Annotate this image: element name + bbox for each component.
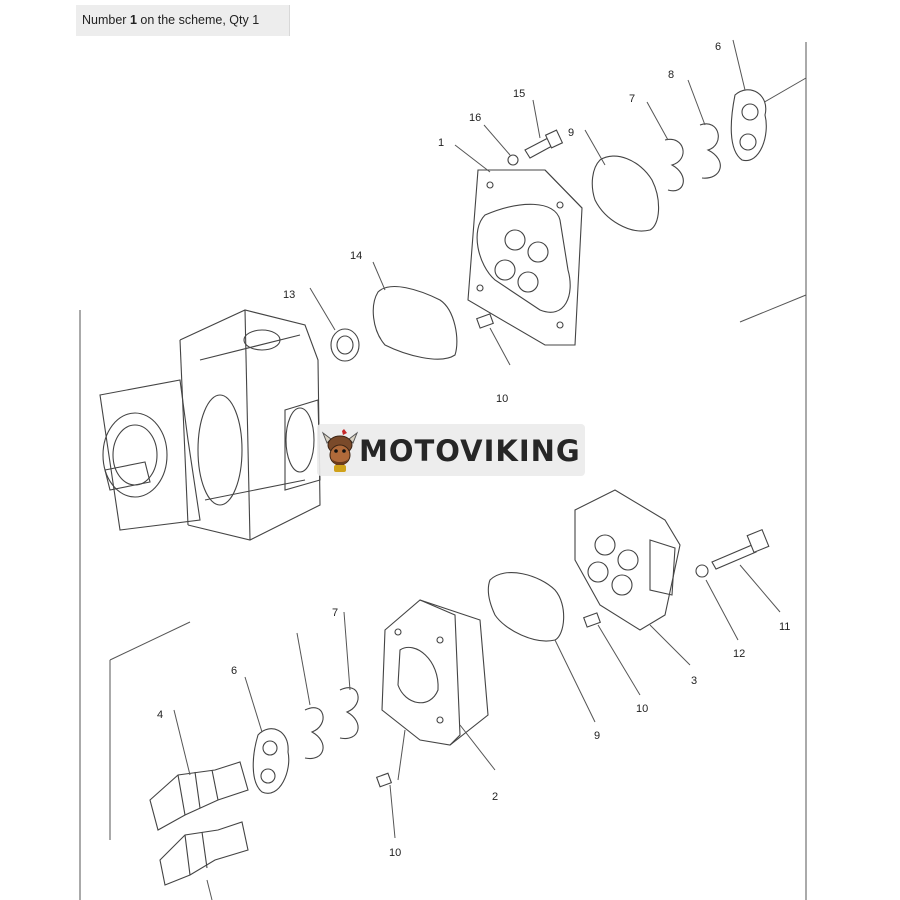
watermark-banner: MOTOVIKING xyxy=(317,424,585,476)
part-7-clips-lower xyxy=(304,687,359,759)
part-8-clip-top xyxy=(699,123,721,179)
callout-8: 8 xyxy=(668,69,674,81)
part-10-pin-top xyxy=(476,313,494,329)
callout-2: 2 xyxy=(492,791,498,803)
part-7-clip-top xyxy=(664,138,684,192)
callout-14: 14 xyxy=(350,250,362,262)
callout-4: 4 xyxy=(157,709,163,721)
callout-15: 15 xyxy=(513,88,525,100)
callout-9-lower: 9 xyxy=(594,730,600,742)
part-12-washer xyxy=(695,564,709,578)
callout-3: 3 xyxy=(691,675,697,687)
callout-10-mid: 10 xyxy=(636,703,648,715)
callout-16: 16 xyxy=(469,112,481,124)
part-10-pin-lower-right xyxy=(583,612,601,628)
callout-13: 13 xyxy=(283,289,295,301)
part-14-seal xyxy=(372,285,458,360)
callout-7-lower: 7 xyxy=(332,607,338,619)
pump-assembly-body xyxy=(99,309,321,541)
part-3-rear-cover xyxy=(574,489,681,631)
callout-10-bottom: 10 xyxy=(389,847,401,859)
callout-6-top: 6 xyxy=(715,41,721,53)
part-9-seal-lower xyxy=(487,572,565,642)
callout-9-top: 9 xyxy=(568,127,574,139)
callout-6-lower: 6 xyxy=(231,665,237,677)
part-1-cover-plate xyxy=(467,169,583,346)
part-2-gear-housing xyxy=(381,599,489,746)
part-16-washer-top xyxy=(507,154,519,166)
part-6-plate-top xyxy=(730,89,767,161)
callout-labels: 1 2 3 4 6 6 7 7 8 9 9 10 10 10 10 11 12 … xyxy=(157,41,790,859)
part-6-plate-lower xyxy=(252,728,290,794)
callout-11: 11 xyxy=(779,621,790,633)
watermark-text: MOTOVIKING xyxy=(359,434,581,468)
part-10-pin-lower-left xyxy=(375,772,393,788)
leader-lines xyxy=(173,39,781,900)
caption-part-number: 1 xyxy=(129,13,137,27)
caption-text: Number 1 on the scheme, Qty 1 xyxy=(82,13,260,27)
callout-12: 12 xyxy=(733,648,745,660)
viking-mascot-logo xyxy=(321,429,359,472)
driven-gear xyxy=(159,821,249,886)
callout-10-top: 10 xyxy=(496,393,508,405)
part-9-seal-top xyxy=(591,155,660,232)
part-4-drive-gear xyxy=(149,761,249,831)
part-11-bolt xyxy=(711,528,770,570)
caption-bar: Number 1 on the scheme, Qty 1 xyxy=(76,5,290,36)
callout-1: 1 xyxy=(438,137,444,149)
callout-7-top: 7 xyxy=(629,93,635,105)
part-13-bushing xyxy=(330,328,360,362)
part-15-bolt-top xyxy=(524,129,564,159)
